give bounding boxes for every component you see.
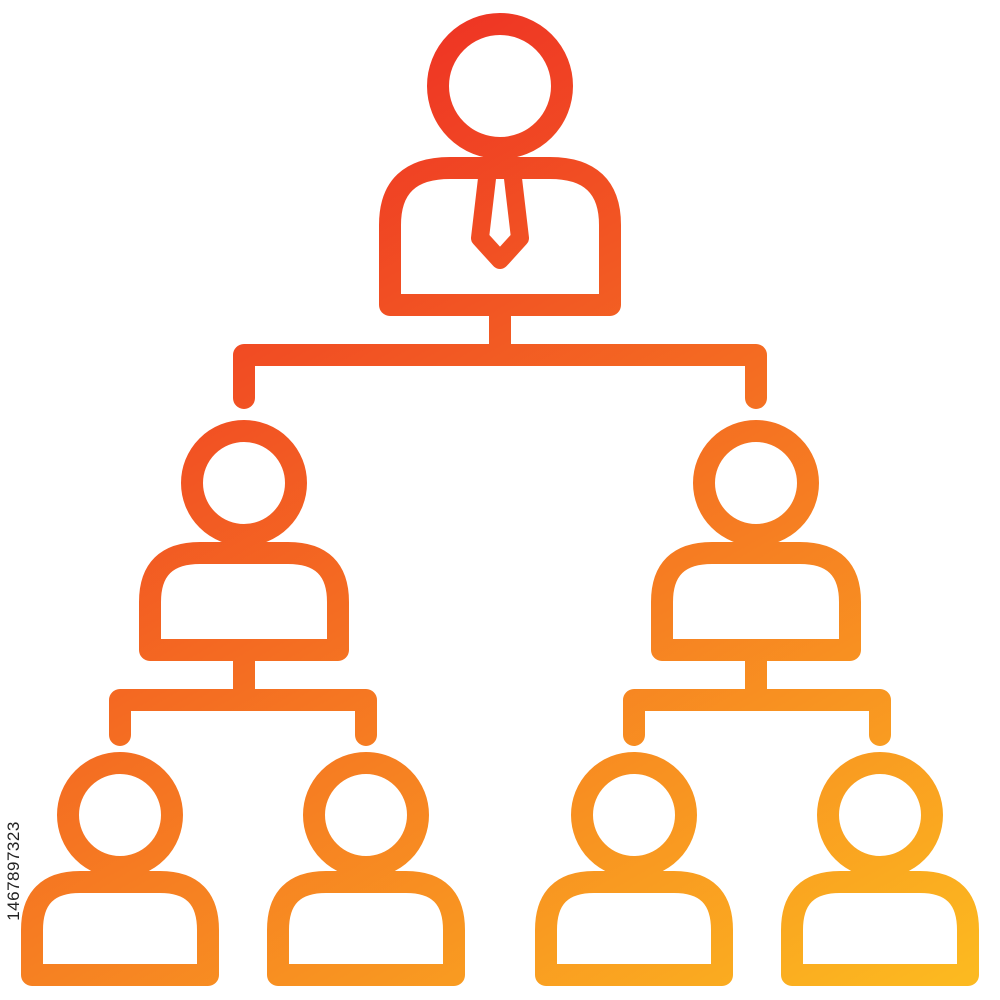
manager-person-with-tie-icon [379,13,621,316]
lead-left-person-icon [139,420,349,661]
member-4-body [781,871,979,986]
lead-left-body [139,542,349,661]
member-2-head [303,752,429,878]
lead-right-body [651,542,861,661]
manager-head [427,13,573,159]
member-1-head [57,752,183,878]
member-3-body [535,871,733,986]
lead-right-head [693,420,819,546]
member-3-person-icon [535,752,733,986]
member-2-body [267,871,465,986]
connector-right-lead-to-members [623,640,891,746]
manager-tie [471,161,529,269]
lead-right-person-icon [651,420,861,661]
manager-body [379,157,621,316]
lead-left-head [181,420,307,546]
member-2-person-icon [267,752,465,986]
member-4-person-icon [781,752,979,986]
member-1-person-icon [21,752,219,986]
connector-left-lead-to-members [109,640,377,746]
member-4-head [817,752,943,878]
member-3-head [571,752,697,878]
stock-id-watermark: 1467897323 [4,756,24,986]
member-1-body [21,871,219,986]
connector-manager-to-leads [233,295,767,409]
stock-id-text: 1467897323 [4,821,23,921]
